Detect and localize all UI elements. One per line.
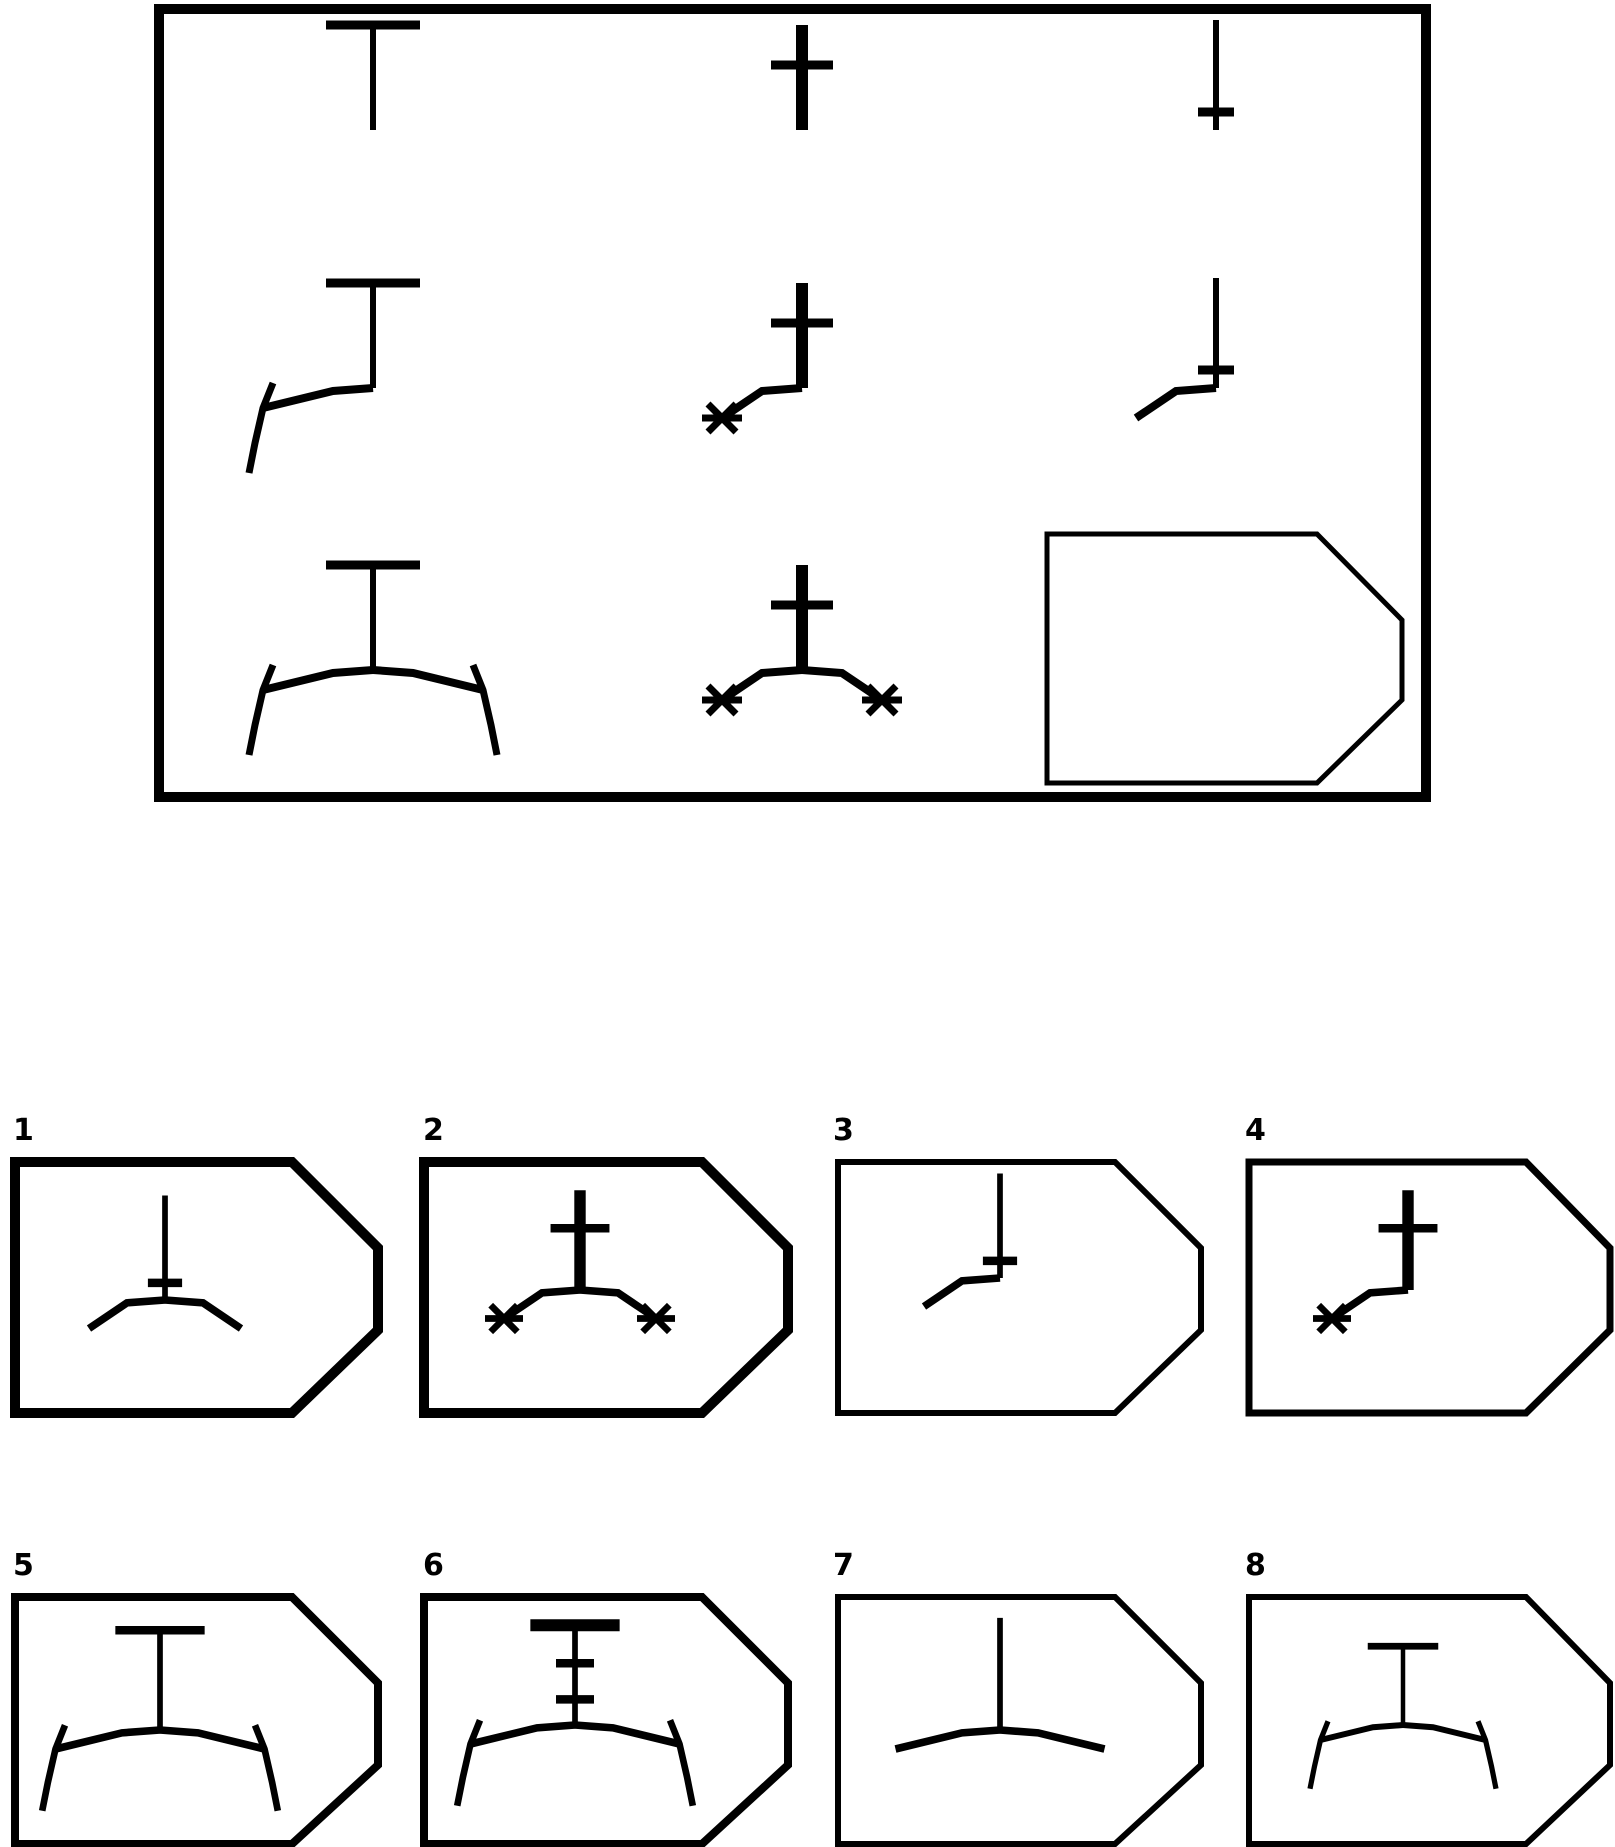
- answer-option-3[interactable]: 3: [833, 1113, 1204, 1416]
- right-arm: [574, 1721, 681, 1748]
- option-frame: [835, 1159, 1204, 1416]
- left-arm: [894, 1726, 1001, 1753]
- left-arm: [921, 1274, 1001, 1310]
- option-label: 3: [833, 1113, 854, 1148]
- matrix-cell-r1c2: [771, 25, 833, 130]
- left-arm: [1133, 384, 1217, 422]
- missing-cell-placeholder: [1044, 531, 1405, 786]
- option-figure: [485, 1190, 675, 1335]
- option-label: 1: [13, 1113, 34, 1148]
- answer-option-7[interactable]: 7: [833, 1548, 1204, 1847]
- hook-mark: [666, 1719, 697, 1807]
- matrix-frame: [154, 4, 1431, 802]
- matrix-cell-r2c3: [1133, 278, 1234, 422]
- matrix-cell-r2c1: [245, 278, 420, 474]
- right-arm: [372, 666, 484, 694]
- hook-mark: [469, 663, 501, 756]
- option-figure: [38, 1625, 282, 1812]
- left-arm: [469, 1721, 576, 1748]
- option-label: 5: [13, 1548, 34, 1583]
- right-arm: [164, 1296, 244, 1332]
- option-figure: [894, 1617, 1106, 1753]
- left-arm: [262, 384, 374, 412]
- left-arm: [262, 666, 374, 694]
- right-arm: [1402, 1722, 1487, 1743]
- matrix-cell-r3c1: [245, 560, 501, 756]
- left-arm: [54, 1726, 161, 1753]
- option-frame: [419, 1157, 793, 1418]
- hook-mark: [251, 1724, 282, 1812]
- option-frame: [835, 1594, 1204, 1847]
- hook-mark: [453, 1719, 484, 1807]
- option-frame: [10, 1157, 383, 1418]
- option-frame: [1246, 1594, 1613, 1847]
- option-label: 7: [833, 1548, 854, 1583]
- answer-option-4[interactable]: 4: [1245, 1113, 1614, 1417]
- option-figure: [921, 1173, 1018, 1310]
- matrix-cell-r3c2: [702, 565, 902, 717]
- left-arm: [1319, 1722, 1404, 1743]
- option-label: 4: [1245, 1113, 1266, 1148]
- matrix-cell-r2c2: [702, 283, 833, 435]
- hook-mark: [1307, 1720, 1331, 1790]
- left-arm: [86, 1296, 166, 1332]
- matrix-cell-r1c1: [326, 20, 420, 130]
- hook-mark: [38, 1724, 69, 1812]
- option-frame: [11, 1593, 382, 1847]
- option-label: 6: [423, 1548, 444, 1583]
- hook-mark: [1475, 1720, 1499, 1790]
- hook-mark: [245, 663, 277, 756]
- matrix-cell-r1c3: [1198, 20, 1234, 130]
- right-arm: [159, 1726, 266, 1753]
- option-figure: [86, 1195, 244, 1332]
- option-figure: [1313, 1190, 1438, 1335]
- option-frame: [1245, 1158, 1614, 1417]
- answer-option-8[interactable]: 8: [1245, 1548, 1613, 1847]
- hook-mark: [245, 381, 277, 474]
- option-frame: [420, 1593, 792, 1847]
- answer-option-5[interactable]: 5: [11, 1548, 382, 1847]
- option-figure: [1307, 1642, 1499, 1790]
- answer-option-6[interactable]: 6: [420, 1548, 792, 1847]
- right-arm: [999, 1726, 1106, 1753]
- option-label: 2: [423, 1113, 444, 1148]
- answer-option-2[interactable]: 2: [419, 1113, 793, 1418]
- option-label: 8: [1245, 1548, 1266, 1583]
- answer-option-1[interactable]: 1: [10, 1113, 383, 1418]
- option-figure: [453, 1619, 697, 1807]
